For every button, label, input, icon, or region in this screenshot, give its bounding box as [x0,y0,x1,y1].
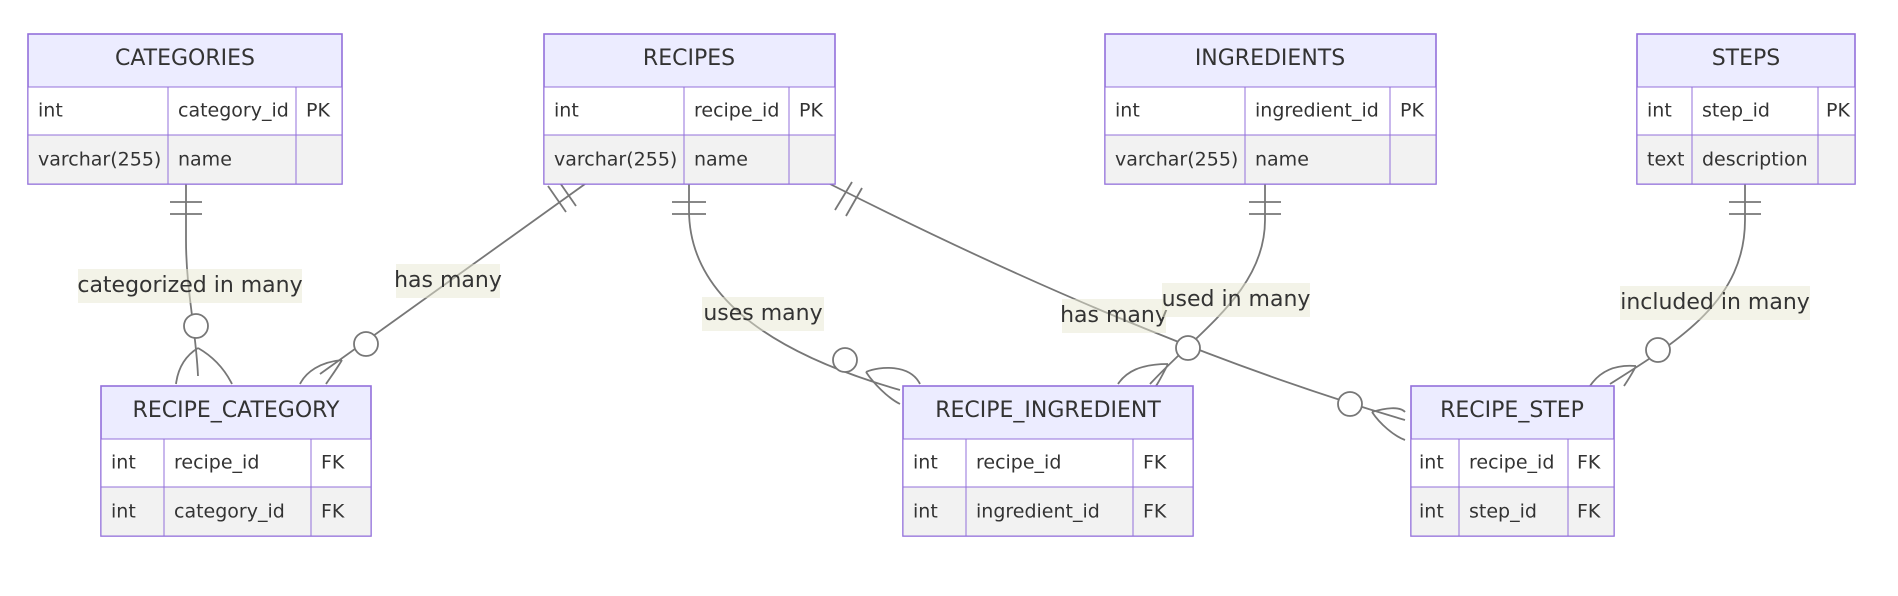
attr-name: recipe_id [174,452,259,474]
rel-label-included-in-many: included in many [1620,286,1810,320]
svg-text:uses many: uses many [703,301,822,326]
rel-line-categories-recipe-category [185,184,199,377]
attr-name: recipe_id [976,452,1061,474]
attr-type: text [1647,149,1685,171]
attr-key: FK [321,501,345,523]
attr-type: varchar(255) [1115,149,1238,171]
attr-key: FK [1143,452,1167,474]
attr-type: int [1419,452,1444,474]
attr-name: category_id [174,501,285,523]
relationship-labels: categorized in many has many uses many h… [77,264,1810,333]
attr-type: int [1647,100,1672,122]
entity-recipe-step[interactable]: RECIPE_STEP int recipe_id FK int step_id… [1410,385,1615,537]
attr-name: ingredient_id [976,501,1100,523]
entity-title: RECIPE_CATEGORY [133,398,340,423]
rel-line-recipes-recipe-ingredient [688,184,901,391]
svg-text:categorized in many: categorized in many [77,273,302,298]
entity-title: RECIPE_INGREDIENT [935,398,1161,423]
attr-type: int [1115,100,1140,122]
entity-ingredients[interactable]: INGREDIENTS int ingredient_id PK varchar… [1104,33,1437,185]
attr-key: FK [1143,501,1167,523]
marker-many-recipes-ri [832,347,921,405]
marker-one-recipes-rs [834,181,863,217]
marker-one-steps [1729,201,1761,215]
rel-line-steps-recipe-step [1609,184,1746,385]
relationship-lines [185,183,1746,421]
attr-key: PK [1400,100,1424,122]
attr-name: recipe_id [1469,452,1554,474]
svg-text:has many: has many [1060,303,1168,328]
attr-type: int [111,501,136,523]
entity-title: RECIPE_STEP [1440,398,1584,423]
attr-type: int [38,100,63,122]
rel-label-uses-many: uses many [702,297,824,331]
attr-type: int [913,501,938,523]
svg-text:has many: has many [394,268,502,293]
attr-type: varchar(255) [554,149,677,171]
svg-text:included in many: included in many [1620,290,1810,315]
attr-key: PK [306,100,330,122]
rel-label-recipes-has-many-category: has many [394,264,502,298]
attr-key: PK [799,100,823,122]
attr-name: step_id [1702,100,1770,122]
entity-steps[interactable]: STEPS int step_id PK text description [1636,33,1856,185]
rel-label-categorized-in-many: categorized in many [77,269,303,303]
attr-name: ingredient_id [1255,100,1379,122]
entity-title: RECIPES [643,46,735,71]
entity-title: CATEGORIES [115,46,255,71]
attr-name: description [1702,149,1808,171]
marker-one-categories [170,201,202,215]
attr-type: int [1419,501,1444,523]
attr-type: int [111,452,136,474]
rel-label-recipes-has-many-step: has many [1060,299,1168,333]
marker-many-categories-side [175,313,233,385]
entity-categories[interactable]: CATEGORIES int category_id PK varchar(25… [27,33,343,185]
attr-key: FK [1577,501,1601,523]
attr-key: FK [321,452,345,474]
rel-label-used-in-many: used in many [1162,283,1311,317]
entity-recipes[interactable]: RECIPES int recipe_id PK varchar(255) na… [543,33,836,185]
attr-key: PK [1826,100,1850,122]
attr-name: name [1255,149,1309,171]
attr-name: step_id [1469,501,1537,523]
entity-title: INGREDIENTS [1195,46,1345,71]
attr-name: recipe_id [694,100,779,122]
marker-one-ingredients [1249,201,1281,215]
attr-name: name [694,149,748,171]
entity-recipe-ingredient[interactable]: RECIPE_INGREDIENT int recipe_id FK int i… [902,385,1194,537]
entity-title: STEPS [1712,46,1781,71]
cardinality-markers [170,179,1761,441]
svg-text:used in many: used in many [1162,287,1311,312]
attr-type: varchar(255) [38,149,161,171]
marker-many-ingredients-ri [1117,335,1201,387]
marker-many-recipes-rc [299,331,379,385]
marker-many-recipes-rs [1337,391,1406,441]
marker-one-recipes-ri [672,201,706,215]
attr-key: FK [1577,452,1601,474]
attr-type: int [913,452,938,474]
marker-many-steps-rs [1589,337,1671,387]
attr-type: int [554,100,579,122]
entity-recipe-category[interactable]: RECIPE_CATEGORY int recipe_id FK int cat… [100,385,372,537]
attr-name: name [178,149,232,171]
attr-name: category_id [178,100,289,122]
